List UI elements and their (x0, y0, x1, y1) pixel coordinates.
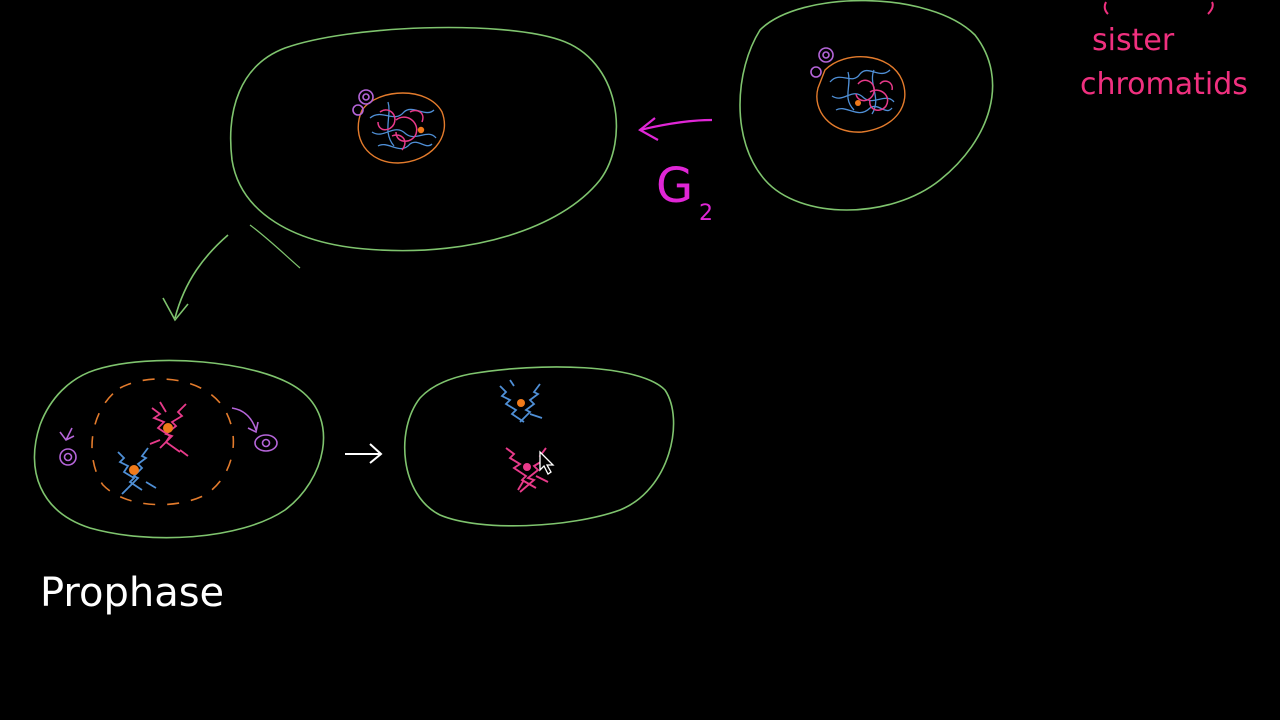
cell-membrane (403, 366, 675, 527)
transition-arrow-white (345, 443, 383, 464)
g2-letter: G (656, 158, 693, 214)
chromosome-blue (117, 447, 157, 495)
nuclear-envelope-dissolving (91, 378, 235, 506)
cell-prophase (33, 359, 325, 539)
sister-chromatids-label: sister chromatids (1080, 1, 1248, 102)
prophase-label: Prophase (40, 570, 224, 616)
g2-subscript: 2 (699, 201, 713, 226)
transition-arrow-g2 (638, 117, 713, 141)
mouse-pointer-icon (539, 450, 555, 475)
centrosome (810, 47, 834, 78)
cell-g2-initial (739, 0, 994, 211)
transition-arrow-prophase (162, 234, 229, 322)
label-bracket-partial (1103, 1, 1214, 15)
nucleus (816, 56, 906, 133)
chromatids-text: chromatids (1080, 67, 1248, 102)
cell-membrane (229, 26, 618, 252)
nucleus (357, 92, 446, 164)
cell-g2-late (229, 26, 618, 269)
cell-membrane (739, 0, 994, 211)
centrosome-right (231, 407, 278, 452)
sister-text: sister (1092, 23, 1175, 58)
centrosome-left (59, 427, 77, 466)
cell-late-prophase (403, 366, 675, 527)
cell-membrane (33, 359, 325, 539)
g2-label: G 2 (656, 158, 713, 226)
chromosome-blue (499, 379, 543, 423)
chromosome-pink (149, 401, 189, 457)
centrosome (352, 89, 374, 116)
